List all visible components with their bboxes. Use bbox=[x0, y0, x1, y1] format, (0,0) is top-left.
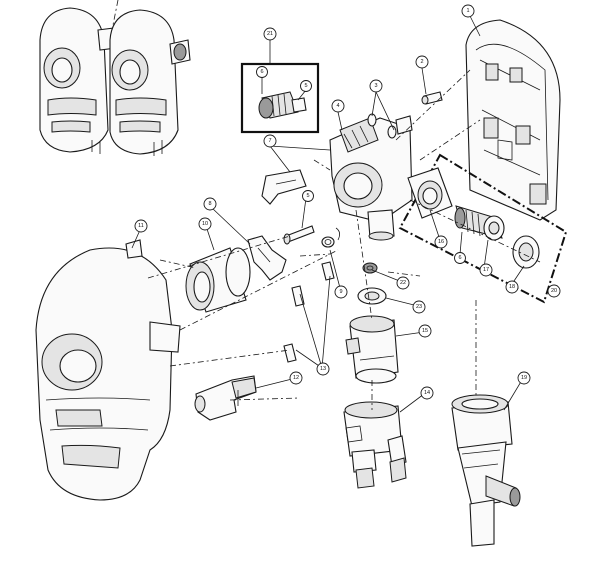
callout-5: 5 bbox=[300, 80, 312, 92]
callout-6-secondary: 6 bbox=[454, 252, 466, 264]
ring-10 bbox=[185, 247, 251, 313]
callout-19: 19 bbox=[517, 371, 531, 385]
seal-18 bbox=[512, 235, 540, 269]
retaining-clip bbox=[261, 169, 307, 205]
lever-12 bbox=[194, 375, 257, 421]
washer-22 bbox=[362, 262, 378, 274]
callout-label-7: 7 bbox=[268, 138, 271, 144]
callout-9: 9 bbox=[334, 285, 348, 299]
back-plate bbox=[465, 19, 561, 221]
callout-5-secondary: 5 bbox=[302, 190, 314, 202]
callout-label-9: 9 bbox=[339, 289, 342, 295]
callout-1: 1 bbox=[461, 4, 475, 18]
callout-label-15: 15 bbox=[422, 328, 428, 334]
detail-box-21 bbox=[240, 62, 320, 134]
callout-label-20: 20 bbox=[551, 288, 557, 294]
callout-23: 23 bbox=[412, 300, 426, 314]
callout-label-10: 10 bbox=[202, 221, 208, 227]
nut-16 bbox=[407, 167, 453, 219]
detail-box-20 bbox=[398, 153, 568, 304]
callout-21: 21 bbox=[263, 27, 277, 41]
fitting-19 bbox=[451, 300, 521, 547]
assembled-unit-pair bbox=[39, 0, 191, 156]
callout-2: 2 bbox=[415, 55, 429, 69]
callout-label-5: 5 bbox=[304, 83, 307, 89]
front-cover-11 bbox=[35, 239, 181, 501]
callout-18: 18 bbox=[505, 280, 519, 294]
callout-label-8: 8 bbox=[208, 201, 211, 207]
callout-label-5-secondary: 5 bbox=[306, 193, 309, 199]
callout-3: 3 bbox=[369, 79, 383, 93]
valve-body bbox=[329, 113, 413, 241]
callout-label-22: 22 bbox=[400, 280, 406, 286]
callout-11: 11 bbox=[134, 219, 148, 233]
callout-16: 16 bbox=[434, 235, 448, 249]
callout-label-13: 13 bbox=[320, 366, 326, 372]
callout-12: 12 bbox=[289, 371, 303, 385]
callout-10: 10 bbox=[198, 217, 212, 231]
callout-17: 17 bbox=[479, 263, 493, 277]
assembly-lines bbox=[147, 69, 541, 410]
cartridge-17 bbox=[454, 205, 505, 241]
callout-14: 14 bbox=[420, 386, 434, 400]
callout-label-23: 23 bbox=[416, 304, 422, 310]
callout-label-21: 21 bbox=[267, 31, 273, 37]
callout-label-11: 11 bbox=[138, 223, 144, 229]
callout-label-3: 3 bbox=[374, 83, 377, 89]
callout-label-1: 1 bbox=[466, 8, 469, 14]
callout-label-6-secondary: 6 bbox=[458, 255, 461, 261]
bolt bbox=[283, 225, 315, 245]
callout-20: 20 bbox=[547, 284, 561, 298]
o-ring bbox=[321, 227, 340, 248]
callout-label-6: 6 bbox=[260, 69, 263, 75]
callout-22: 22 bbox=[396, 276, 410, 290]
callout-7: 7 bbox=[263, 134, 277, 148]
bracket-8 bbox=[247, 235, 287, 281]
adapter-15 bbox=[345, 315, 399, 384]
callout-label-19: 19 bbox=[521, 375, 527, 381]
callout-8: 8 bbox=[203, 197, 217, 211]
callout-label-4: 4 bbox=[336, 103, 339, 109]
callout-label-17: 17 bbox=[483, 267, 489, 273]
washer-23 bbox=[357, 287, 387, 305]
callout-label-2: 2 bbox=[420, 59, 423, 65]
pin bbox=[421, 91, 443, 105]
callout-6: 6 bbox=[256, 66, 268, 78]
callout-label-12: 12 bbox=[293, 375, 299, 381]
callout-label-14: 14 bbox=[424, 390, 430, 396]
callout-15: 15 bbox=[418, 324, 432, 338]
callout-13: 13 bbox=[316, 362, 330, 376]
callout-label-18: 18 bbox=[509, 284, 515, 290]
callout-4: 4 bbox=[331, 99, 345, 113]
callout-label-16: 16 bbox=[438, 239, 444, 245]
screws-13 bbox=[283, 261, 335, 363]
tee-fitting-14 bbox=[343, 401, 407, 489]
